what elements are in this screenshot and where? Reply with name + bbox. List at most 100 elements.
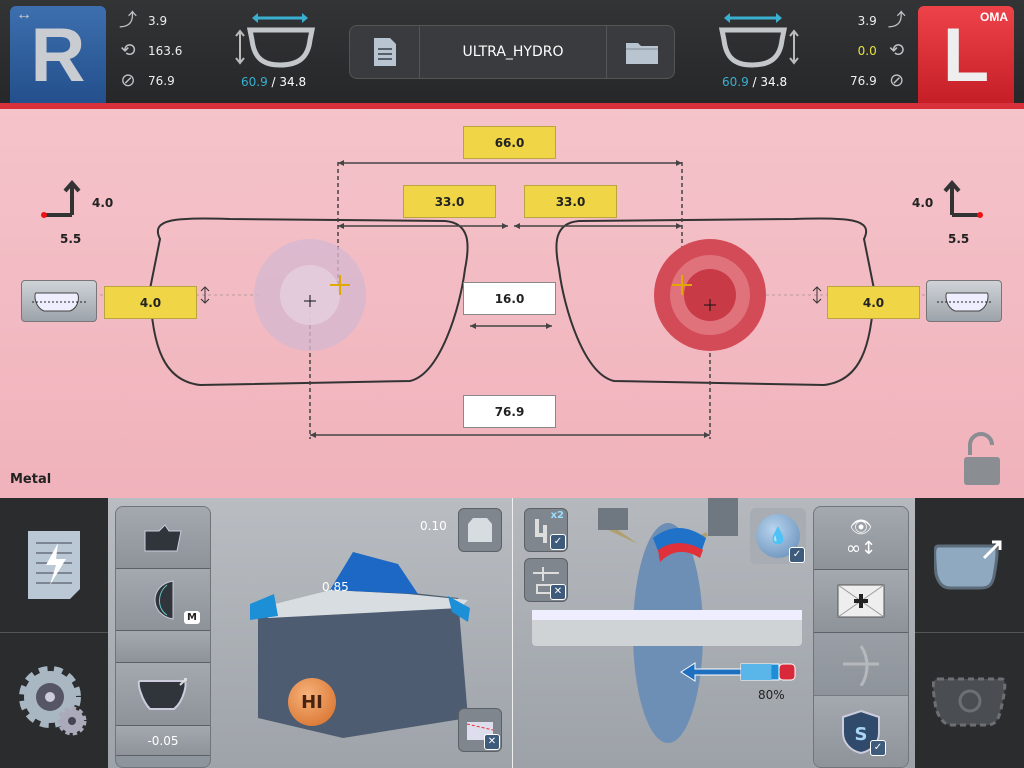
lens-distance-value[interactable]: 76.9 <box>463 395 556 428</box>
left-eye-button[interactable]: OMA L <box>918 6 1014 104</box>
left-height-reference-button[interactable] <box>926 280 1002 322</box>
document-icon <box>373 38 396 66</box>
left-bevel: 3.9 <box>857 14 877 28</box>
empty-slot <box>116 631 210 663</box>
lens-center-cross-icon <box>837 584 885 618</box>
axis-rotation-icon: ⟲ <box>889 40 905 61</box>
tilt-rotate-icon <box>843 645 879 686</box>
eye-view-button[interactable]: 👁∞↕ <box>814 507 908 570</box>
disabled-x-icon: ✕ <box>484 734 500 750</box>
left-height-value[interactable]: 4.0 <box>827 286 920 319</box>
tilt-button[interactable] <box>814 633 908 696</box>
bevel-type-button[interactable] <box>116 507 210 569</box>
axis-rotation-icon: ⟲ <box>120 40 136 61</box>
frame-outline-drawing <box>41 160 983 439</box>
checked-icon: ✓ <box>870 740 886 756</box>
report-lightning-icon <box>28 531 80 599</box>
right-height-value[interactable]: 4.0 <box>104 286 197 319</box>
progress-value: 80% <box>758 688 785 702</box>
right-frame-width: 60.9 <box>241 75 268 89</box>
bridge-value[interactable]: 16.0 <box>463 282 556 315</box>
separator: / <box>752 75 757 89</box>
checked-icon: ✓ <box>789 547 805 563</box>
disabled-x-icon: ✕ <box>550 584 566 600</box>
left-axis: 0.0 <box>857 44 877 58</box>
job-report-button[interactable] <box>0 498 108 633</box>
left-offset-y: 4.0 <box>912 196 934 210</box>
lens-shape-resize-icon <box>933 540 1001 590</box>
tracer-dashed-icon <box>931 677 1006 727</box>
edging-type-column: M -0.05 <box>115 506 211 768</box>
polish-off-button[interactable]: ✕ <box>458 708 502 752</box>
left-params: 3.9⤴ 0.0⟲ 76.9⊘ <box>850 11 911 91</box>
right-height-reference-button[interactable] <box>21 280 97 322</box>
total-distance-value[interactable]: 66.0 <box>463 126 556 159</box>
lens-edge-3d-illustration <box>250 552 470 738</box>
open-folder-button[interactable] <box>606 26 676 78</box>
polish-count-badge: x2 <box>550 510 564 521</box>
tracer-button[interactable] <box>915 634 1024 768</box>
bevel-position-button[interactable]: M <box>116 569 210 631</box>
unlocked-padlock-icon[interactable] <box>962 431 1002 487</box>
edging-wheel-illustration <box>532 498 802 743</box>
progress-fill <box>741 664 772 680</box>
lens-size-icon <box>137 678 187 710</box>
bevel-value: 0.85 <box>322 580 349 594</box>
panel-divider <box>512 498 513 768</box>
size-adjust-button[interactable] <box>116 663 210 726</box>
shape-edit-button[interactable] <box>915 498 1024 633</box>
frame-material: Metal <box>10 472 52 487</box>
settings-button[interactable] <box>0 634 108 768</box>
left-diameter: 76.9 <box>850 74 877 88</box>
high-index-material-badge[interactable]: HI <box>288 678 336 726</box>
drill-safety-button[interactable]: ✕ <box>524 558 568 602</box>
job-name[interactable]: ULTRA_HYDRO <box>462 44 564 60</box>
folder-icon <box>625 43 658 64</box>
diameter-icon: ⊘ <box>120 70 136 91</box>
right-offset-y: 4.0 <box>92 196 114 210</box>
right-eye-label: R <box>30 12 86 98</box>
centering-button[interactable] <box>814 570 908 633</box>
job-document-button[interactable] <box>350 26 420 78</box>
job-selector: ULTRA_HYDRO <box>349 25 675 79</box>
mode-badge: M <box>184 611 200 624</box>
polish-tool-icon <box>535 519 547 543</box>
left-frame-width: 60.9 <box>722 75 749 89</box>
lens-curve-icon <box>154 579 174 620</box>
right-frame-size-icon <box>232 10 322 70</box>
progress-bar <box>680 662 796 682</box>
right-bevel: 3.9 <box>148 14 168 28</box>
right-offset-x: 5.5 <box>60 232 82 246</box>
left-eye-label: L <box>942 12 990 98</box>
top-value: 0.10 <box>420 519 447 533</box>
size-adjust-value[interactable]: -0.05 <box>116 726 210 756</box>
eye-icon: 👁 <box>849 517 873 538</box>
right-half-distance-value[interactable]: 33.0 <box>403 185 496 218</box>
chamfer-shape-icon <box>468 518 492 542</box>
right-eye-button[interactable]: ↔ R <box>10 6 106 104</box>
right-nav <box>915 498 1024 768</box>
settings-gear-icon <box>19 666 87 736</box>
double-polish-button[interactable]: x2 ✓ <box>524 508 568 552</box>
right-params: ⤴3.9 ⟲163.6 ⊘76.9 <box>114 11 182 91</box>
swap-arrows-icon[interactable]: ↔ <box>16 6 32 23</box>
lens-height-icon <box>937 292 993 312</box>
checked-icon: ✓ <box>550 534 566 550</box>
tooling-panel: x2✓ ✕ 80% 💧✓ 👁∞↕ S✓ <box>513 498 915 768</box>
svg-text:S: S <box>855 724 868 745</box>
left-lens-blocker <box>654 239 766 351</box>
separator: / <box>271 75 276 89</box>
infinity-arrow-icon: ∞↕ <box>845 538 877 559</box>
oma-badge: OMA <box>980 10 1008 24</box>
left-half-distance-value[interactable]: 33.0 <box>524 185 617 218</box>
right-axis: 163.6 <box>148 44 183 58</box>
left-nav <box>0 498 108 768</box>
safety-mode-button[interactable]: S✓ <box>814 696 908 767</box>
left-frame-height: 34.8 <box>760 75 788 89</box>
diameter-icon: ⊘ <box>889 70 905 91</box>
lens-height-icon <box>32 292 88 312</box>
frame-layout-panel: 66.0 33.0 33.0 16.0 76.9 4.0 4.0 4.0 5.5… <box>0 109 1024 498</box>
chamfer-button[interactable] <box>458 508 502 552</box>
hydrophobic-mode-button[interactable]: 💧✓ <box>750 508 806 564</box>
bevel-icon: ⤴ <box>119 10 137 31</box>
